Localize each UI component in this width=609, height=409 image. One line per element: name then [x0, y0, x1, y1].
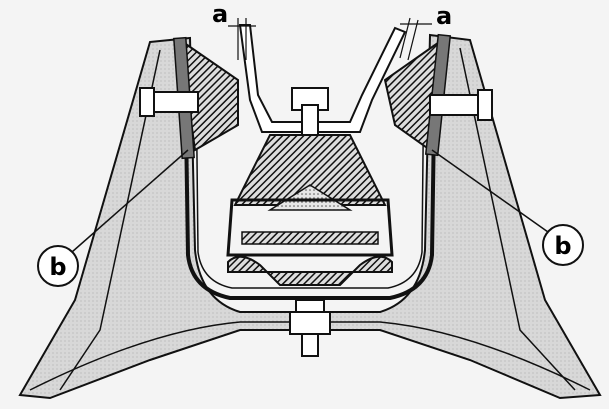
bottom-bolt-icon: [295, 299, 325, 313]
support-frame: [18, 33, 602, 400]
dimension-a-left: a: [212, 0, 256, 60]
left-bolt-icon: [147, 91, 199, 113]
right-bolt-icon: [429, 94, 486, 116]
left-rubber-mount: [139, 36, 239, 160]
inner-bracket: [183, 54, 437, 300]
label-a-right: a: [436, 2, 452, 30]
central-mount: [226, 87, 394, 357]
right-rubber-mount: [383, 33, 493, 157]
bottom-nut-icon: [289, 311, 331, 335]
dimension-a-right: a: [399, 2, 452, 61]
callout-b-right: b: [431, 149, 584, 266]
label-b-right: b: [554, 232, 571, 260]
label-a-left: a: [212, 0, 228, 28]
label-b-left: b: [49, 253, 66, 281]
callout-b-left: b: [37, 149, 189, 287]
engine-bracket: [238, 24, 407, 133]
